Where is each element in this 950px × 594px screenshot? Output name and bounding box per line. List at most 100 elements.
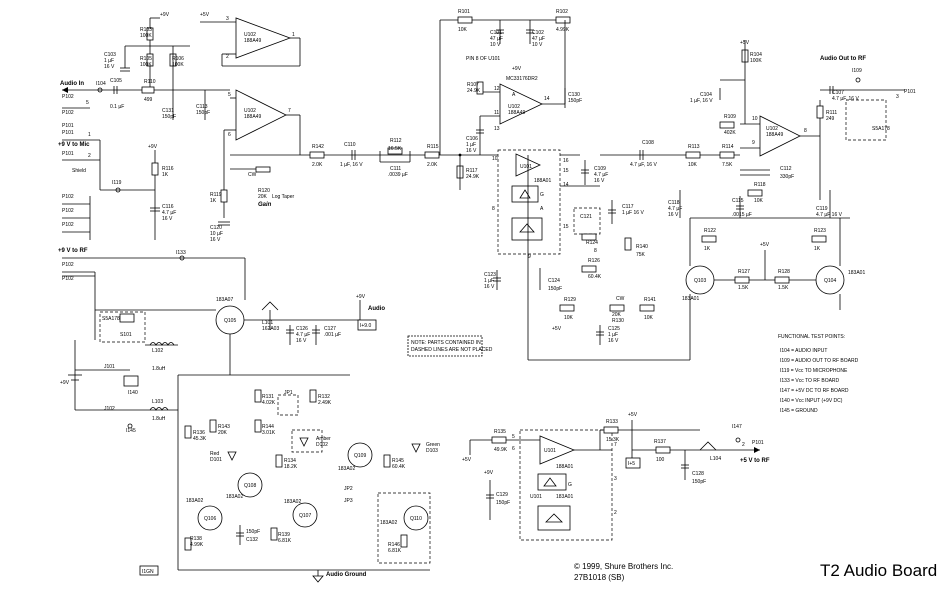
svg-text:10K: 10K	[644, 315, 654, 321]
copyright-text: © 1999, Shure Brothers Inc.	[574, 562, 673, 571]
svg-text:150pF: 150pF	[548, 286, 562, 292]
svg-text:R143: R143	[218, 424, 230, 430]
svg-text:1: 1	[292, 32, 295, 38]
svg-text:P102: P102	[62, 110, 74, 116]
svg-text:I1GN: I1GN	[142, 569, 154, 575]
svg-text:10K: 10K	[688, 162, 698, 168]
svg-text:I119: I119	[112, 180, 122, 186]
shaping-network: R142 2.0K C110 1 µF, 16 V R112 16.5K C11…	[300, 138, 462, 178]
svg-text:+5V: +5V	[552, 326, 562, 332]
svg-text:Q110: Q110	[410, 516, 422, 522]
svg-text:JP1: JP1	[284, 390, 293, 396]
svg-text:R106: R106	[172, 56, 184, 62]
five-v-rf-label: +5 V to RF	[740, 458, 770, 464]
svg-text:P102: P102	[62, 208, 74, 214]
svg-text:R127: R127	[738, 269, 750, 275]
svg-text:P101: P101	[752, 440, 764, 446]
svg-text:10: 10	[752, 116, 758, 122]
svg-text:C124: C124	[548, 278, 560, 284]
svg-text:1.8uH: 1.8uH	[152, 416, 166, 422]
svg-text:P101: P101	[62, 123, 74, 129]
svg-text:2: 2	[614, 510, 617, 516]
svg-text:5: 5	[228, 92, 231, 98]
svg-text:C131: C131	[162, 108, 174, 114]
svg-text:18.2K: 18.2K	[284, 464, 298, 470]
svg-text:20K: 20K	[258, 194, 268, 200]
svg-text:D103: D103	[426, 448, 438, 454]
svg-text:16: 16	[563, 158, 569, 164]
svg-text:C129: C129	[496, 492, 508, 498]
svg-text:R105: R105	[140, 56, 152, 62]
svg-text:C107: C107	[832, 90, 844, 96]
svg-text:1 µF: 1 µF	[466, 142, 476, 148]
svg-text:+9V: +9V	[484, 470, 494, 476]
svg-text:1K: 1K	[162, 172, 169, 178]
led-green-label: Green	[426, 442, 440, 448]
svg-text:I133: I133	[176, 250, 186, 256]
svg-text:150pF: 150pF	[496, 500, 510, 506]
test-point-item: I119 = Vcc TO MICROPHONE	[780, 368, 848, 374]
svg-text:11: 11	[494, 110, 499, 116]
svg-text:R133: R133	[606, 419, 618, 425]
svg-text:+5V: +5V	[760, 242, 770, 248]
svg-text:1.5K: 1.5K	[738, 285, 749, 291]
svg-text:R144: R144	[262, 424, 274, 430]
svg-text:4.99K: 4.99K	[190, 542, 204, 548]
svg-text:C123: C123	[484, 272, 496, 278]
svg-text:12: 12	[494, 86, 500, 92]
svg-text:R139: R139	[278, 532, 290, 538]
audio-input-path: Audio In I104 P102 P102 5 C105 0.1 µF R1…	[60, 78, 230, 120]
svg-text:R123: R123	[814, 228, 826, 234]
svg-text:1 µF: 1 µF	[484, 278, 494, 284]
led-indicator-network: R136 45.3K R143 20K R131 4.02K R144 3.01…	[139, 374, 440, 583]
svg-text:C121: C121	[580, 214, 592, 220]
svg-text:150pF: 150pF	[692, 479, 706, 485]
svg-text:10K: 10K	[458, 27, 468, 33]
doc-number-text: 27B1018 (SB)	[574, 573, 625, 582]
svg-text:R114: R114	[722, 144, 734, 150]
svg-text:16 V: 16 V	[104, 64, 115, 70]
svg-text:15: 15	[563, 224, 569, 230]
svg-text:1 µF: 1 µF	[104, 58, 114, 64]
svg-text:CW: CW	[248, 172, 257, 178]
shield-label: Shield	[72, 168, 86, 174]
svg-text:1K: 1K	[814, 246, 821, 252]
svg-text:R107: R107	[467, 82, 479, 88]
svg-text:R102: R102	[556, 9, 568, 15]
svg-text:14: 14	[563, 182, 569, 188]
svg-text:R120: R120	[258, 188, 270, 194]
svg-text:I104: I104	[96, 81, 106, 87]
svg-text:MC33176DR2: MC33176DR2	[506, 76, 538, 82]
svg-text:C102: C102	[532, 30, 544, 36]
svg-text:402K: 402K	[724, 130, 736, 136]
q105-supply: Q105 183A07 S5A178 S101 L102 1.8uH L101 …	[95, 294, 385, 375]
svg-text:S5A178: S5A178	[872, 126, 890, 132]
svg-text:L101: L101	[262, 320, 273, 326]
battery-input: +9V J101 I140 J102 L103 1.8uH I145	[60, 340, 178, 434]
svg-text:+5V: +5V	[462, 457, 472, 463]
svg-text:183A02: 183A02	[284, 499, 301, 505]
svg-text:R112: R112	[390, 138, 402, 144]
svg-text:14: 14	[544, 96, 550, 102]
svg-text:C128: C128	[692, 471, 704, 477]
svg-text:2: 2	[88, 153, 91, 159]
test-points-heading: FUNCTIONAL TEST POINTS:	[778, 334, 845, 340]
svg-text:4.7 µF: 4.7 µF	[594, 172, 608, 178]
svg-text:24.9K: 24.9K	[466, 174, 480, 180]
led-red-label: Red	[210, 451, 219, 457]
svg-text:7: 7	[614, 442, 617, 448]
svg-text:D101: D101	[210, 457, 222, 463]
svg-text:P101: P101	[904, 89, 916, 95]
svg-text:R109: R109	[724, 114, 736, 120]
svg-text:R118: R118	[754, 182, 766, 188]
u101-compander: U101 188A01 G A 10 16 15 14 15 8 9 R117 …	[456, 149, 690, 361]
svg-text:C104: C104	[700, 92, 712, 98]
svg-text:47 µF: 47 µF	[532, 36, 545, 42]
svg-text:6.81K: 6.81K	[278, 538, 292, 544]
svg-text:R128: R128	[778, 269, 790, 275]
svg-text:0.1 µF: 0.1 µF	[110, 104, 124, 110]
svg-text:C117: C117	[622, 204, 634, 210]
svg-text:C132: C132	[246, 537, 258, 543]
audio-ground-label: Audio Ground	[326, 572, 367, 578]
svg-text:+9V: +9V	[60, 380, 70, 386]
